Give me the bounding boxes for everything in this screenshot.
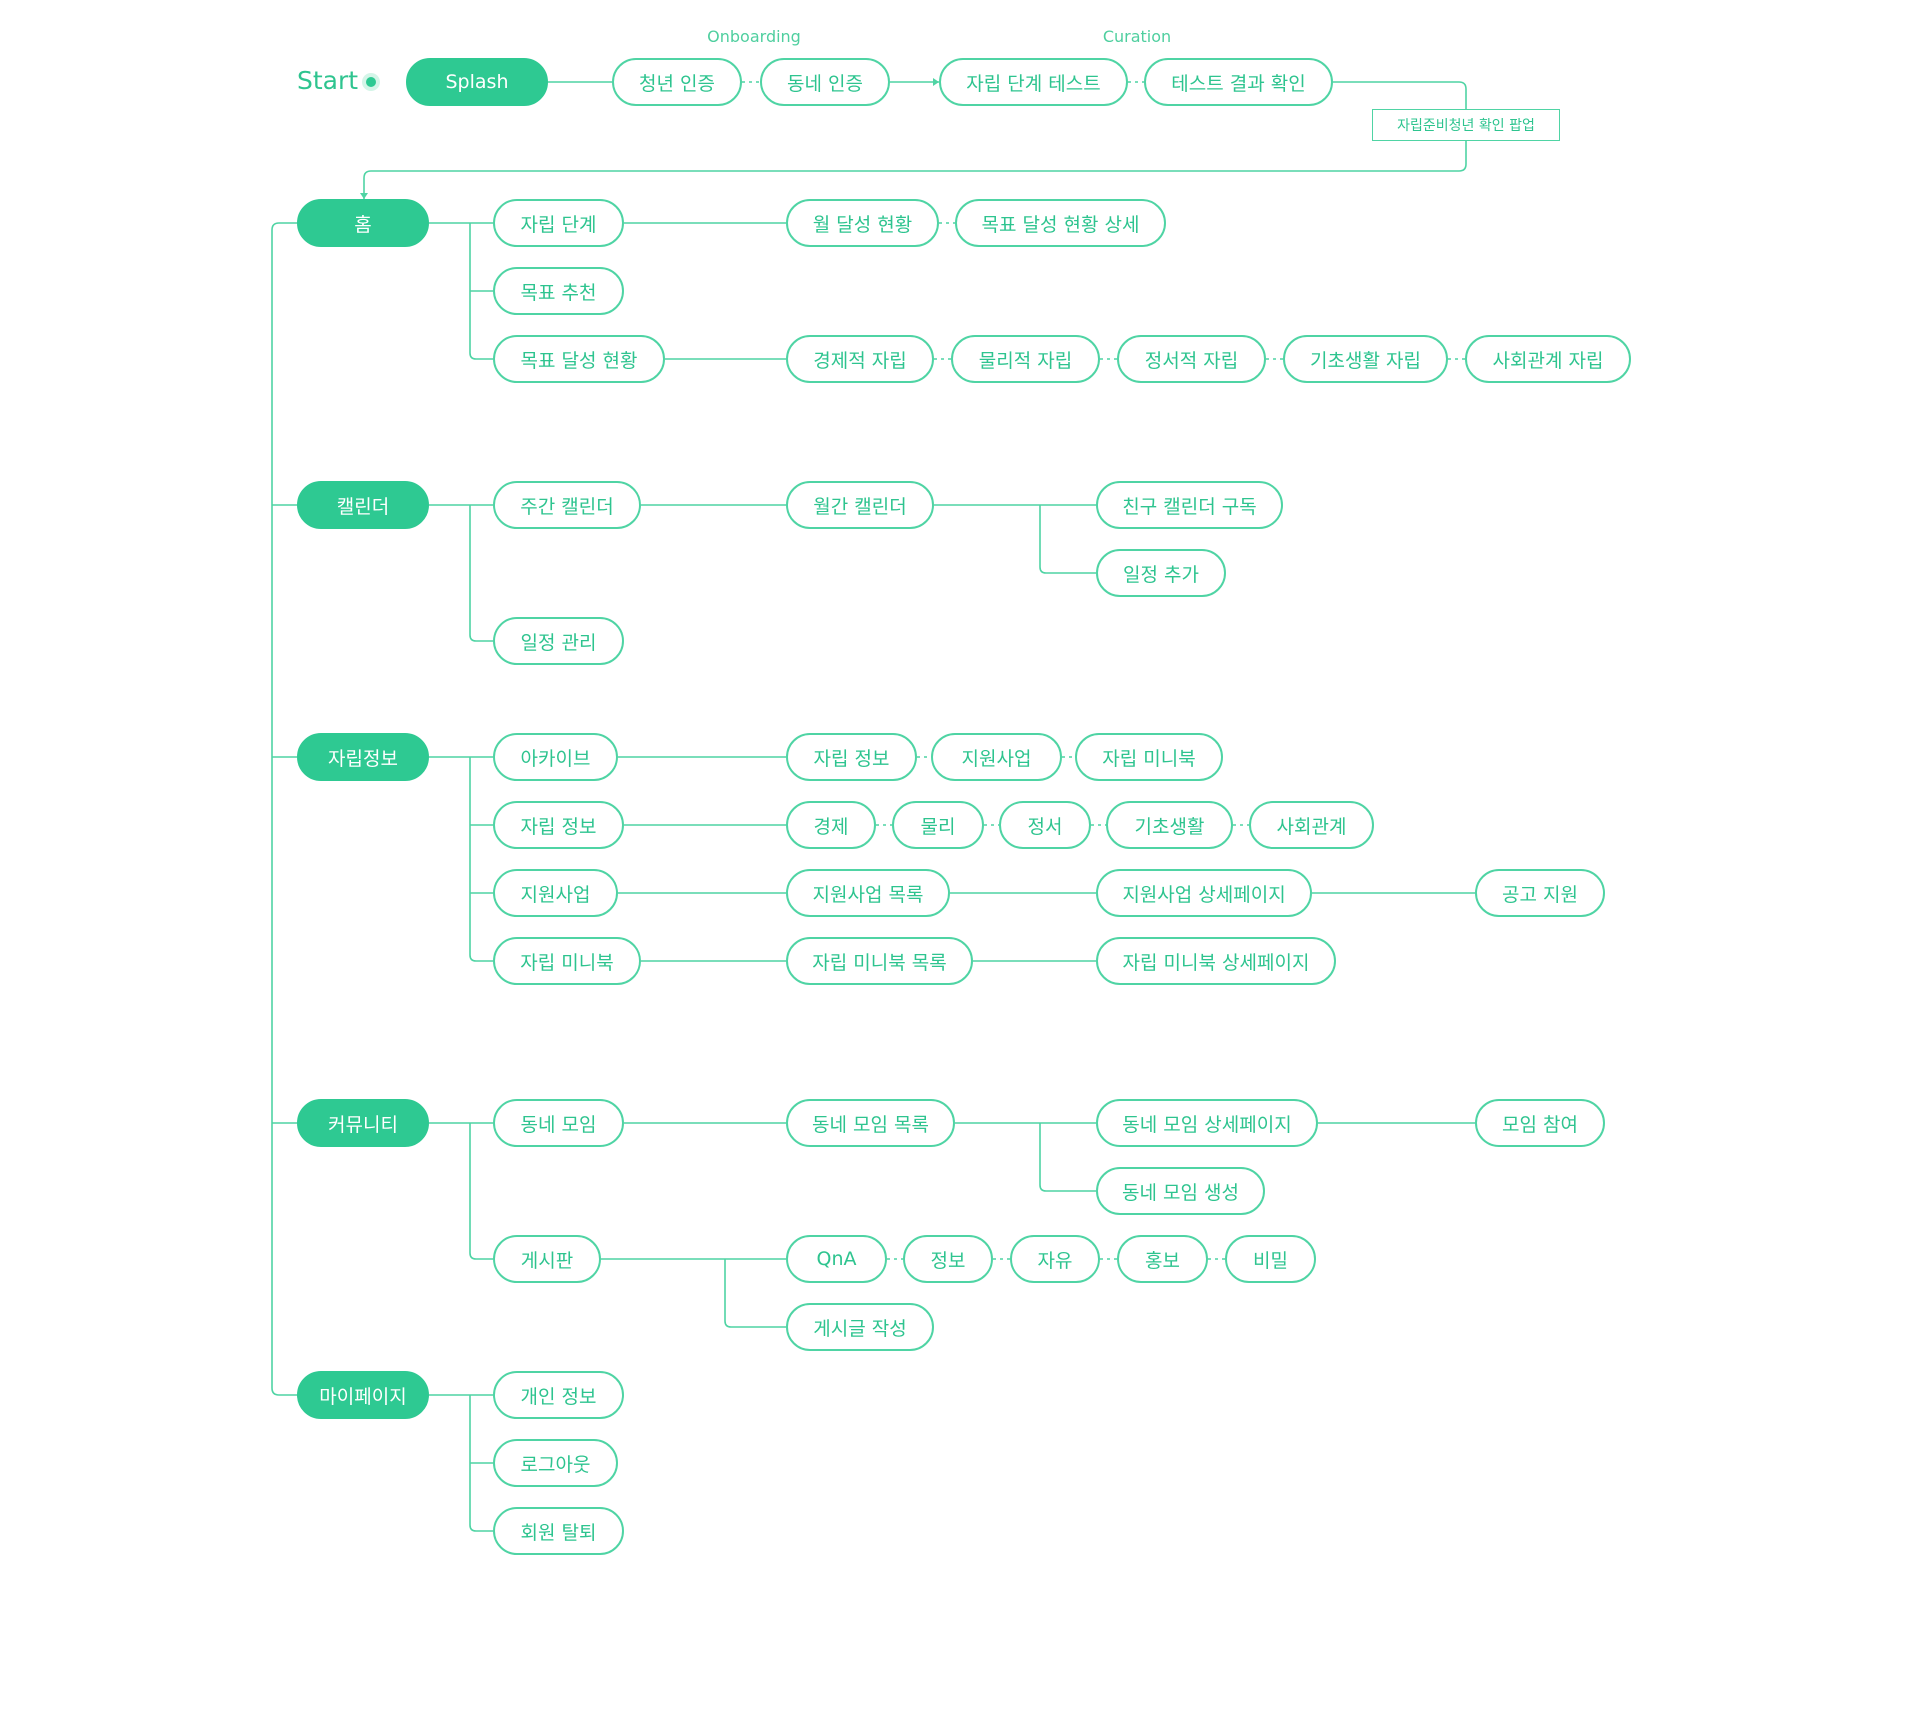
node-home-cat-basic-living[interactable]: 기초생활 자립 xyxy=(1283,335,1448,383)
link-popup-home xyxy=(363,141,1467,199)
popup-youth-confirm[interactable]: 자립준비청년 확인 팝업 xyxy=(1372,109,1560,141)
node-youth-auth[interactable]: 청년 인증 xyxy=(612,58,742,106)
node-info-cat-economy[interactable]: 경제 xyxy=(786,801,876,849)
start-label: Start xyxy=(297,66,359,95)
node-info-support-detail[interactable]: 지원사업 상세페이지 xyxy=(1096,869,1312,917)
node-splash[interactable]: Splash xyxy=(406,58,548,106)
node-info-archive[interactable]: 아카이브 xyxy=(493,733,618,781)
branch-info xyxy=(469,757,493,962)
node-mypage-withdraw[interactable]: 회원 탈퇴 xyxy=(493,1507,624,1555)
branch-calendar xyxy=(469,505,493,642)
node-info[interactable]: 자립정보 xyxy=(297,733,429,781)
link-meetup-create xyxy=(1039,1123,1096,1192)
arrow-to-test xyxy=(933,78,939,86)
links-info-children xyxy=(470,824,493,894)
node-info-archive-info[interactable]: 자립 정보 xyxy=(786,733,917,781)
spine-main xyxy=(271,222,297,1396)
node-community-meetup-list[interactable]: 동네 모임 목록 xyxy=(786,1099,955,1147)
section-label-onboarding: Onboarding xyxy=(707,27,801,46)
node-info-minibook[interactable]: 자립 미니북 xyxy=(493,937,641,985)
node-home-goal-status-detail[interactable]: 목표 달성 현황 상세 xyxy=(955,199,1166,247)
node-home-cat-physical[interactable]: 물리적 자립 xyxy=(951,335,1100,383)
node-community-join[interactable]: 모임 참여 xyxy=(1475,1099,1605,1147)
start-dot-icon xyxy=(366,77,376,87)
branch-home xyxy=(469,223,493,360)
node-community-meetup[interactable]: 동네 모임 xyxy=(493,1099,624,1147)
node-info-cat-basic-living[interactable]: 기초생활 xyxy=(1106,801,1233,849)
node-community-board[interactable]: 게시판 xyxy=(493,1235,601,1283)
node-info-archive-support[interactable]: 지원사업 xyxy=(931,733,1062,781)
branch-mypage xyxy=(469,1395,493,1532)
link-monthly-add xyxy=(1039,505,1096,574)
node-stage-test[interactable]: 자립 단계 테스트 xyxy=(939,58,1128,106)
node-info-archive-minibook[interactable]: 자립 미니북 xyxy=(1075,733,1223,781)
link-board-write xyxy=(724,1259,786,1328)
node-info-cat-emotional[interactable]: 정서 xyxy=(999,801,1091,849)
node-calendar-manage[interactable]: 일정 관리 xyxy=(493,617,624,665)
node-home-goal-recommend[interactable]: 목표 추천 xyxy=(493,267,624,315)
node-community-meetup-detail[interactable]: 동네 모임 상세페이지 xyxy=(1096,1099,1318,1147)
node-community[interactable]: 커뮤니티 xyxy=(297,1099,429,1147)
node-mypage[interactable]: 마이페이지 xyxy=(297,1371,429,1419)
node-info-cat-physical[interactable]: 물리 xyxy=(892,801,984,849)
node-mypage-logout[interactable]: 로그아웃 xyxy=(493,1439,618,1487)
node-calendar-add-event[interactable]: 일정 추가 xyxy=(1096,549,1226,597)
node-community-board-secret[interactable]: 비밀 xyxy=(1225,1235,1316,1283)
node-home-cat-economic[interactable]: 경제적 자립 xyxy=(786,335,934,383)
node-community-board-promo[interactable]: 홍보 xyxy=(1117,1235,1208,1283)
node-home-goal-status[interactable]: 목표 달성 현황 xyxy=(493,335,665,383)
node-community-board-free[interactable]: 자유 xyxy=(1010,1235,1100,1283)
node-community-board-info[interactable]: 정보 xyxy=(903,1235,993,1283)
node-info-minibook-detail[interactable]: 자립 미니북 상세페이지 xyxy=(1096,937,1336,985)
node-info-apply[interactable]: 공고 지원 xyxy=(1475,869,1605,917)
node-home-cat-social[interactable]: 사회관계 자립 xyxy=(1465,335,1631,383)
link-result-popup xyxy=(1333,81,1467,109)
node-calendar[interactable]: 캘린더 xyxy=(297,481,429,529)
node-info-cat-social[interactable]: 사회관계 xyxy=(1249,801,1374,849)
branch-community xyxy=(469,1123,493,1260)
node-calendar-weekly[interactable]: 주간 캘린더 xyxy=(493,481,641,529)
node-home-monthly-status[interactable]: 월 달성 현황 xyxy=(786,199,939,247)
node-info-minibook-list[interactable]: 자립 미니북 목록 xyxy=(786,937,973,985)
node-community-board-qna[interactable]: QnA xyxy=(786,1235,887,1283)
node-info-info[interactable]: 자립 정보 xyxy=(493,801,624,849)
node-mypage-profile[interactable]: 개인 정보 xyxy=(493,1371,624,1419)
node-home[interactable]: 홈 xyxy=(297,199,429,247)
node-neighborhood-auth[interactable]: 동네 인증 xyxy=(760,58,890,106)
node-community-write[interactable]: 게시글 작성 xyxy=(786,1303,934,1351)
node-home-cat-emotional[interactable]: 정서적 자립 xyxy=(1117,335,1266,383)
node-info-support-list[interactable]: 지원사업 목록 xyxy=(786,869,950,917)
node-calendar-friend-subscribe[interactable]: 친구 캘린더 구독 xyxy=(1096,481,1283,529)
node-community-meetup-create[interactable]: 동네 모임 생성 xyxy=(1096,1167,1265,1215)
node-info-support[interactable]: 지원사업 xyxy=(493,869,618,917)
section-label-curation: Curation xyxy=(1102,27,1172,46)
node-test-result[interactable]: 테스트 결과 확인 xyxy=(1144,58,1333,106)
arrow-to-home xyxy=(360,193,368,199)
node-home-stage[interactable]: 자립 단계 xyxy=(493,199,624,247)
node-calendar-monthly[interactable]: 월간 캘린더 xyxy=(786,481,934,529)
